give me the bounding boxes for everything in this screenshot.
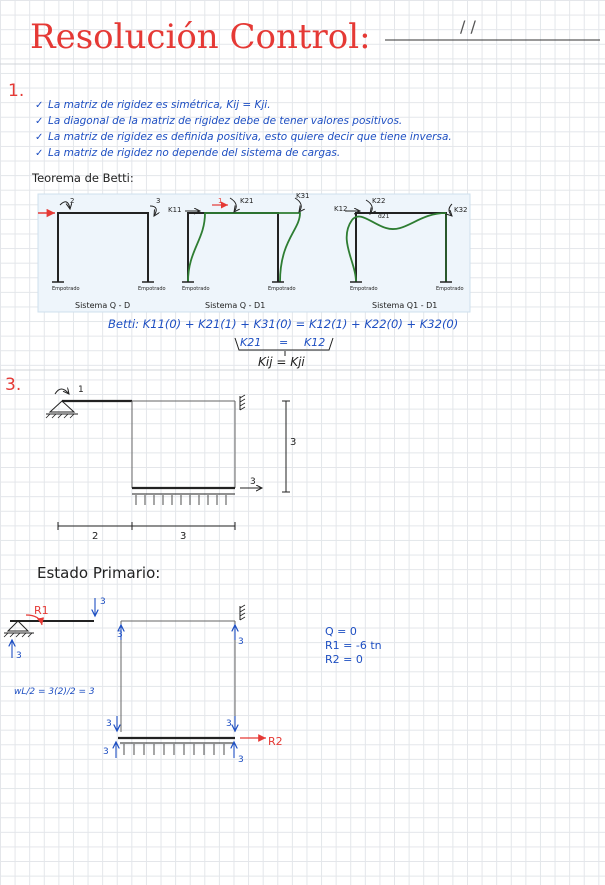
frame-caption: Sistema Q - D <box>75 301 130 310</box>
frame-label: K12 <box>334 205 348 213</box>
frame-sistema-q1-d1: K12 K22 K32 d21 Empotrado Empotrado Sist… <box>334 197 468 310</box>
check-icon: ✓ <box>35 100 43 111</box>
load-calculation: wL/2 = 3(2)/2 = 3 <box>14 687 95 697</box>
moment-icon <box>365 199 372 214</box>
frame-caption: Sistema Q - D1 <box>205 301 265 310</box>
betti-equation: Betti: K11(0) + K21(1) + K31(0) = K12(1)… <box>108 317 458 331</box>
dim-label: 3 <box>290 437 296 448</box>
frames-panel <box>37 193 471 313</box>
bullet-item: La matriz de rigidez no depende del sist… <box>48 147 340 159</box>
force-label: 3 <box>238 637 244 647</box>
moment-icon <box>294 197 301 212</box>
check-icon: ✓ <box>35 132 43 143</box>
reaction-r1: R1 <box>34 604 49 617</box>
support-label: Empotrado <box>138 286 166 292</box>
force-label: 3 <box>226 719 232 729</box>
support-label: Empotrado <box>182 286 210 292</box>
dim-label: 3 <box>180 531 186 542</box>
frame-label: K21 <box>240 197 254 205</box>
section1-number: 1. <box>8 81 24 101</box>
reduced-lhs: K21 <box>240 336 261 349</box>
bullet-item: La matriz de rigidez es simétrica, Kij =… <box>48 99 271 111</box>
frame-label: K22 <box>372 197 386 205</box>
frame-label: 1 <box>218 197 222 205</box>
section3-number: 3. <box>5 375 21 395</box>
rotation-icon <box>54 389 69 394</box>
header-date: / / <box>460 17 476 36</box>
load-label: 3 <box>250 477 256 487</box>
reduced-eq: = <box>279 336 288 349</box>
frame-caption: Sistema Q1 - D1 <box>372 301 437 310</box>
force-label: 3 <box>238 755 244 765</box>
underbrace <box>234 337 334 351</box>
moment-icon <box>449 203 452 216</box>
frame-sistema-q-d: 2 3 Empotrado Empotrado Sistema Q - D <box>38 197 166 310</box>
moment-icon <box>229 197 236 212</box>
reduced-rhs: K12 <box>304 336 325 349</box>
frame-label: 2 <box>70 197 74 205</box>
result-line: R1 = -6 tn <box>325 639 382 652</box>
pin-support-icon <box>48 400 76 413</box>
result-line: R2 = 0 <box>325 653 363 666</box>
frame-label: d21 <box>378 213 390 220</box>
distributed-load <box>123 744 225 755</box>
moment-icon <box>149 205 156 216</box>
distributed-load <box>135 495 227 505</box>
pin-support-icon <box>6 620 30 632</box>
force-label: 3 <box>100 597 106 607</box>
force-label: 3 <box>103 747 109 757</box>
support-label: Empotrado <box>350 286 378 292</box>
header-title: Resolución Control: <box>30 17 371 57</box>
primary-state-diagram: R1 3 3 3 3 3 3 3 3 R2 <box>3 597 283 765</box>
frame-label: K11 <box>168 206 182 214</box>
results-block: Q = 0 R1 = -6 tn R2 = 0 <box>325 625 382 666</box>
bullet-item: La matriz de rigidez es definida positiv… <box>48 131 452 143</box>
betti-result: Kij = Kji <box>258 355 305 369</box>
primary-state-title: Estado Primario: <box>37 564 160 582</box>
result-line: Q = 0 <box>325 625 357 638</box>
frame-label: 3 <box>156 197 160 205</box>
structure-diagram: 1 3 3 2 3 <box>45 385 296 542</box>
check-icon: ✓ <box>35 148 43 159</box>
check-icon: ✓ <box>35 116 43 127</box>
frame-label: K32 <box>454 206 468 214</box>
force-label: 3 <box>117 630 123 640</box>
reaction-moment-icon <box>25 614 45 626</box>
moment-icon <box>59 201 70 209</box>
force-label: 3 <box>16 651 22 661</box>
support-label: Empotrado <box>436 286 464 292</box>
reaction-r2: R2 <box>268 735 283 748</box>
node-label: 1 <box>78 385 84 395</box>
bullet-item: La diagonal de la matriz de rigidez debe… <box>48 115 402 127</box>
support-label: Empotrado <box>268 286 296 292</box>
bullet-list: ✓ La matriz de rigidez es simétrica, Kij… <box>35 99 452 159</box>
frame-label: K31 <box>296 192 310 200</box>
dim-label: 2 <box>92 531 98 542</box>
support-label: Empotrado <box>52 286 80 292</box>
betti-heading: Teorema de Betti: <box>31 171 134 185</box>
frame-sistema-q-d1: K11 1 K21 K31 Empotrado Empotrado Sistem… <box>168 192 310 310</box>
force-label: 3 <box>106 719 112 729</box>
